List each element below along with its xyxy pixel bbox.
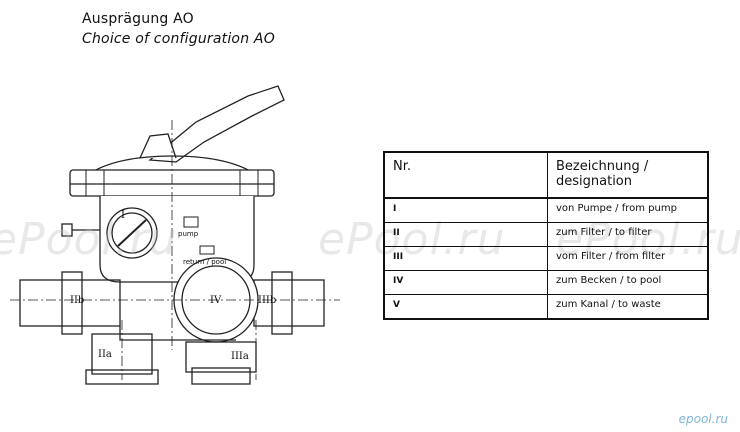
label-port-i: I: [121, 210, 125, 221]
row-nr: V: [383, 294, 548, 320]
label-port-iv: IV: [210, 295, 222, 306]
table-row: V zum Kanal / to waste: [383, 294, 709, 320]
row-designation: vom Filter / from filter: [547, 246, 709, 271]
pipe-left: [19, 279, 121, 327]
designation-table: Nr. Bezeichnung / designation I von Pump…: [383, 151, 709, 320]
row-designation: zum Becken / to pool: [547, 270, 709, 295]
row-designation: zum Kanal / to waste: [547, 294, 709, 320]
valve-diagram: I IIb IV IIIb IIa IIIa pump return / poo…: [10, 85, 340, 385]
row-designation: von Pumpe / from pump: [547, 197, 709, 223]
brand-logo: epool.ru: [678, 412, 728, 426]
title-english: Choice of configuration AO: [82, 31, 275, 47]
row-designation: zum Filter / to filter: [547, 222, 709, 247]
table-row: III vom Filter / from filter: [383, 246, 709, 271]
label-port-iia: IIa: [98, 349, 112, 360]
table-row: IV zum Becken / to pool: [383, 270, 709, 295]
label-pump: pump: [178, 230, 199, 238]
pressure-gauge: [106, 207, 158, 259]
row-nr: III: [383, 246, 548, 271]
title-german: Ausprägung AO: [82, 11, 194, 27]
table-row: II zum Filter / to filter: [383, 222, 709, 247]
label-port-iiia: IIIa: [231, 351, 249, 362]
row-nr: II: [383, 222, 548, 247]
header-nr: Nr.: [383, 151, 548, 199]
header-designation: Bezeichnung / designation: [547, 151, 709, 199]
table-row: I von Pumpe / from pump: [383, 197, 709, 223]
table-header-row: Nr. Bezeichnung / designation: [383, 151, 709, 199]
valve-handle: [148, 85, 285, 163]
label-return-pool: return / pool: [183, 258, 226, 266]
label-port-iib: IIb: [70, 295, 84, 306]
label-port-iiib: IIIb: [258, 295, 276, 306]
row-nr: I: [383, 197, 548, 223]
row-nr: IV: [383, 270, 548, 295]
